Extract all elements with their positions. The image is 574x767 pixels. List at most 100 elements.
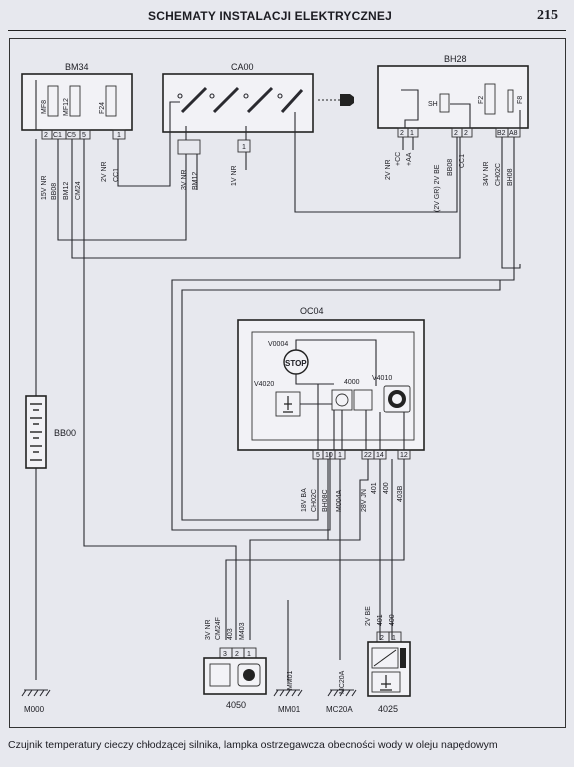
sensor-dot-icon	[243, 669, 255, 681]
diagram-frame	[9, 38, 566, 728]
bh28-pin: 2	[464, 130, 468, 137]
oc04-internal-wiring	[295, 339, 405, 450]
wire-label: M403	[239, 622, 246, 640]
wire-label: BH08C	[322, 489, 329, 512]
ground-mm01: MM01 MM01	[273, 670, 303, 714]
bh28-pin: B2	[497, 130, 506, 137]
bm34-pin: C1	[53, 132, 62, 139]
wire-label: BM12	[63, 182, 70, 200]
page-number: 215	[537, 8, 558, 23]
wire-label: BB08	[51, 183, 58, 200]
bb00-label: BB00	[54, 428, 76, 438]
water-drop-icon-inner	[392, 394, 402, 404]
bh28-pin-box	[461, 127, 473, 138]
page-header: SCHEMATY INSTALACJI ELEKTRYCZNEJ 215	[8, 4, 566, 31]
bh28-box	[377, 65, 529, 129]
wire-label: +CC	[395, 152, 402, 166]
ca00-pin: 1	[242, 144, 246, 151]
fuse-mf12	[69, 85, 81, 117]
oc04-label: OC04	[300, 306, 324, 316]
bh28-pin: A8	[509, 130, 518, 137]
wire-label: 18V BA	[301, 488, 308, 512]
water-sensor-icon	[237, 663, 261, 687]
component-bb00: BB00	[25, 395, 76, 469]
fuse-f2	[484, 83, 496, 115]
c4050-pin: 1	[247, 651, 251, 658]
ca00-wire-labels: 3V NR BM12 1V NR	[181, 165, 238, 190]
bm34-pin-box	[112, 129, 126, 140]
figure-caption: Czujnik temperatury cieczy chłodzącej si…	[8, 739, 498, 751]
c4025-pin: 1	[392, 635, 396, 642]
bm34-pin: 2	[44, 132, 48, 139]
wire-label: (2V GR) 2V BE	[434, 164, 441, 212]
sensor-tip	[400, 648, 406, 668]
bm34-fuse-3: F24	[99, 102, 106, 114]
wire-label: BH08	[507, 168, 514, 186]
ca00-connector	[177, 139, 201, 155]
oc04-pin: 10	[325, 452, 333, 459]
v0004-label: V0004	[268, 341, 288, 348]
thermistor-icon	[371, 647, 399, 669]
ground-label: MM01	[278, 705, 301, 714]
c4050-pin: 2	[235, 651, 239, 658]
bh28-pin: 1	[410, 130, 414, 137]
bm34-fuse-2: MF12	[63, 98, 70, 116]
wire-label: 2V NR	[385, 159, 392, 180]
bh28-pin: 2	[454, 130, 458, 137]
bh28-fuse-2: F8	[517, 96, 524, 104]
wire-label: 2V NR	[101, 161, 108, 182]
bh28-switch-label: SH	[428, 101, 438, 108]
c4050-wire-labels: 3V NR CM24F 403 M403	[205, 617, 246, 640]
ca00-connector	[237, 139, 251, 153]
oc04-pin: 5	[316, 452, 320, 459]
bh28-switch	[439, 93, 450, 113]
component-oc04: OC04 V0004 STOP V4020 4000 V4010	[237, 306, 425, 460]
thermometer-icon	[283, 396, 293, 413]
c4050-label: 4050	[226, 700, 246, 710]
ground-m000: M000	[21, 689, 51, 714]
ca00-box	[162, 73, 314, 133]
fuel-filter-icon	[209, 663, 231, 687]
bm34-box	[21, 73, 133, 131]
wire-label: 34V NR	[483, 161, 490, 186]
v4020-label: V4020	[254, 381, 274, 388]
c4025-wire-labels: 2V BE 401 400	[365, 606, 396, 626]
component-4025: 2 1 4025	[367, 631, 411, 714]
bm34-pin-box	[79, 129, 91, 140]
wire-label: CM24	[75, 181, 82, 200]
oc04-pin: 22	[364, 452, 372, 459]
wire-label: CH02C	[311, 489, 318, 512]
c4050-box	[203, 657, 267, 695]
bm34-label: BM34	[65, 62, 89, 72]
component-bm34: BM34 MF8 MF12 F24 2 C1 C5 5 1	[21, 62, 133, 140]
stop-icon: STOP	[285, 359, 307, 368]
component-4050: 3 2 1 4050	[203, 647, 267, 710]
oc04-pin: 1	[338, 452, 342, 459]
water-in-fuel-lamp	[383, 385, 411, 413]
wire-label: +AA	[406, 152, 413, 166]
wire-label: CM24F	[215, 617, 222, 640]
ignition-switch-contacts	[177, 86, 304, 114]
battery-cells	[30, 403, 42, 461]
wire-label: CH02C	[495, 163, 502, 186]
c4025-label: 4025	[378, 704, 398, 714]
component-ca00: CA00 1	[162, 62, 354, 155]
bm34-pin: 5	[82, 132, 86, 139]
wire-label: 400	[389, 614, 396, 626]
wire-label: 1V NR	[231, 165, 238, 186]
bm34-wire-labels: 15V NR BB08 BM12 CM24 2V NR CC1	[41, 161, 120, 200]
wire-label: 401	[371, 482, 378, 494]
wire-label: 3V NR	[205, 619, 212, 640]
bh28-pin: 2	[400, 130, 404, 137]
wire-label: CC1	[459, 154, 466, 168]
ground-label: M000	[24, 705, 45, 714]
gauge-icon	[335, 393, 349, 407]
oc04-pin: 14	[376, 452, 384, 459]
ca00-label: CA00	[231, 62, 254, 72]
c4050-pin: 3	[223, 651, 227, 658]
wire-label: 2V BE	[365, 606, 372, 626]
wire-label: 3V NR	[181, 169, 188, 190]
ecu-box	[353, 389, 373, 411]
bm34-fuse-1: MF8	[41, 100, 48, 114]
